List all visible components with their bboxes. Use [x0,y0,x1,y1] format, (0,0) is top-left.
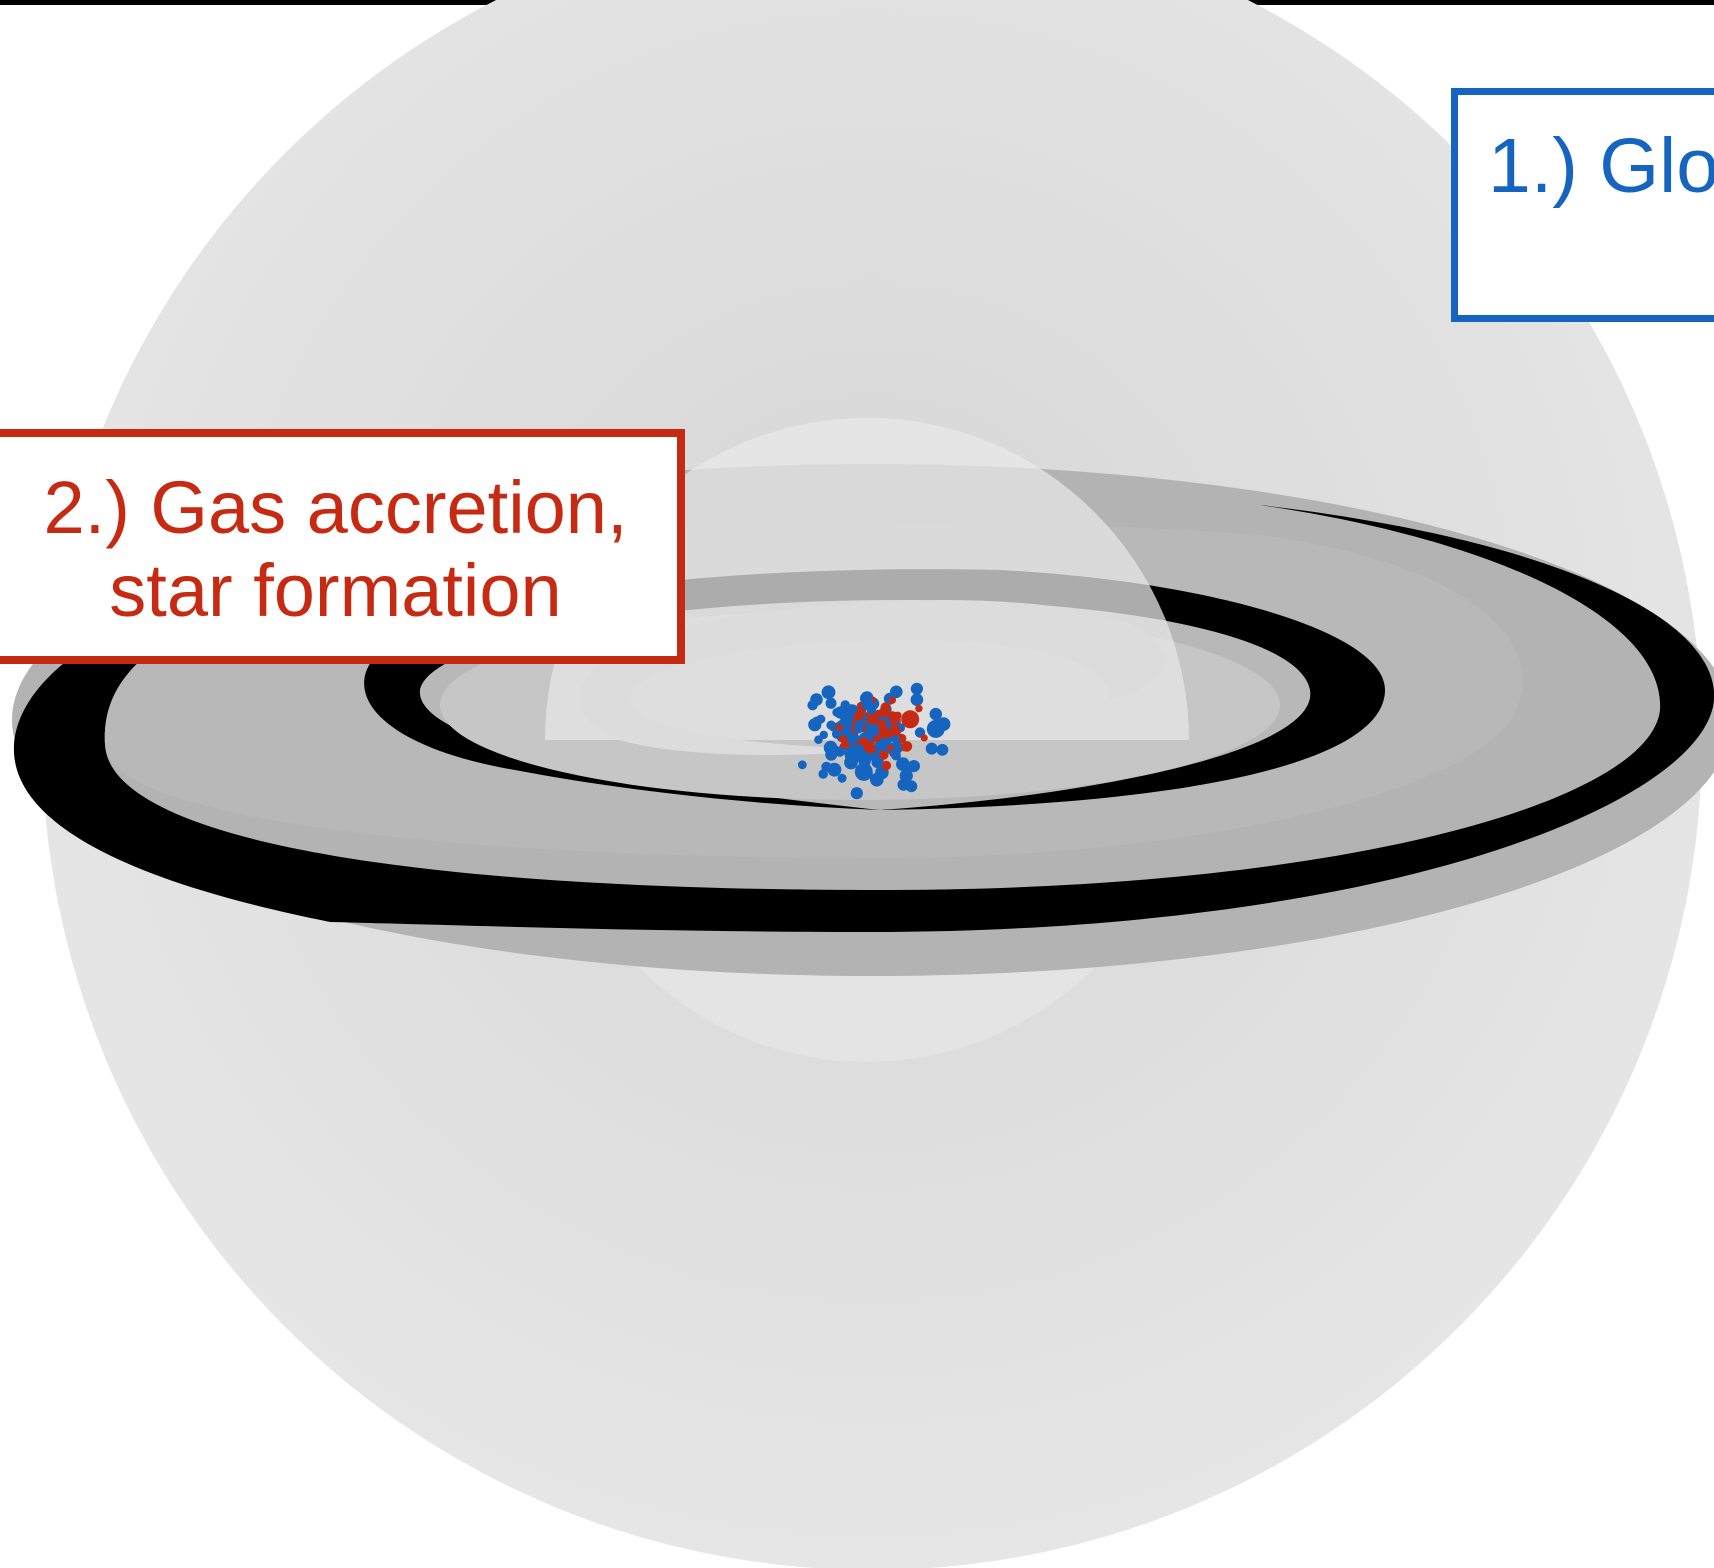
blue-cluster-dot [818,769,828,779]
blue-cluster-dot [850,787,863,800]
blue-cluster-dot [834,706,847,719]
blue-cluster-dot [807,700,818,711]
blue-cluster-dot [846,732,859,745]
blue-cluster-dot [897,778,910,791]
red-cluster-dot [880,702,891,713]
blue-cluster-dot [837,773,847,783]
blue-cluster-dot [936,717,951,731]
red-cluster-dot [915,704,923,713]
gas-accretion-line2: star formation [109,548,562,632]
blue-cluster-dot [819,730,828,740]
blue-cluster-dot [841,718,853,730]
red-cluster-dot [889,722,899,732]
blue-cluster-dot [870,772,884,787]
blue-cluster-dot [910,682,924,695]
blue-cluster-dot [859,754,871,766]
blue-cluster-dot [929,707,942,721]
blue-cluster-dot [832,729,842,739]
blue-cluster-dot [890,685,903,699]
blue-cluster-dot [910,693,924,706]
blue-cluster-dot [816,714,826,724]
blue-cluster-dot [905,761,915,771]
red-cluster-dot [867,714,879,725]
global-label-text: 1.) Glo [1488,123,1714,209]
red-cluster-dot [887,744,894,751]
gas-accretion-label-box: 2.) Gas accretion, star formation [0,429,685,664]
red-cluster-dot [859,737,869,747]
blue-cluster-dot [854,762,873,781]
red-cluster-dot [884,710,892,718]
blue-cluster-dot [871,756,884,769]
global-label-box: 1.) Glo [1451,88,1714,322]
red-cluster-dot [920,734,928,742]
blue-cluster-dot [861,697,874,709]
blue-cluster-dot [825,697,837,709]
red-cluster-dot [901,741,913,752]
red-cluster-dot [876,719,887,730]
red-cluster-dot [893,716,900,723]
red-cluster-dot [901,710,920,729]
red-cluster-dot [881,760,892,771]
red-cluster-dot [878,750,889,760]
red-cluster-dot [873,735,881,743]
red-cluster-dot [854,711,864,721]
blue-cluster-dot [823,740,838,755]
blue-cluster-dot [797,760,807,770]
blue-cluster-dot [821,685,836,700]
blue-cluster-dot [853,723,864,734]
red-cluster-dot [888,696,897,704]
inner-swirl [580,600,1165,755]
gas-accretion-line1: 2.) Gas accretion, [43,466,628,549]
blue-cluster-dot [891,750,901,761]
blue-cluster-dot [925,742,938,755]
blue-cluster-dot [844,744,863,763]
blue-cluster-dot [936,743,949,756]
star-clusters [797,682,951,800]
red-cluster-dot [878,727,891,739]
blue-cluster-dot [826,720,836,730]
inner-halo-cap [545,418,1189,740]
